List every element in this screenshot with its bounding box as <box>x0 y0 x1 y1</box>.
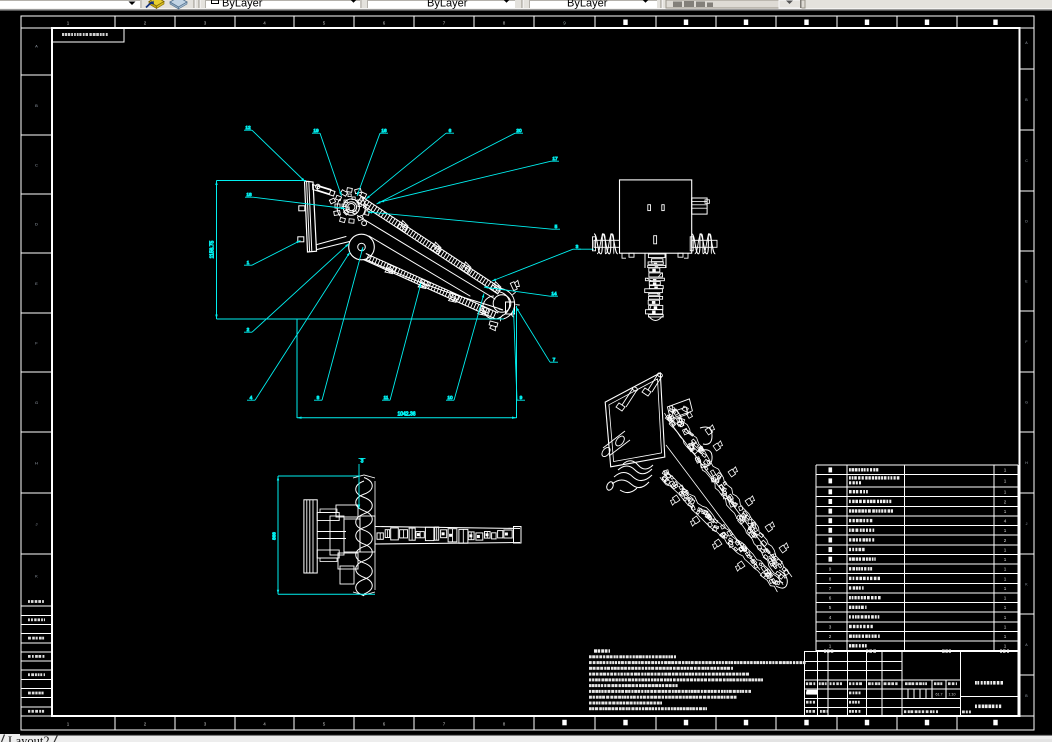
svg-text:2: 2 <box>1004 538 1007 543</box>
svg-text:1: 1 <box>1004 644 1007 649</box>
svg-text:3: 3 <box>576 244 579 250</box>
svg-text:2: 2 <box>829 634 832 639</box>
svg-text:1: 1 <box>1004 509 1007 514</box>
svg-text:6: 6 <box>829 596 832 601</box>
svg-text:1: 1 <box>247 260 250 266</box>
svg-text:7: 7 <box>829 586 832 591</box>
svg-text:1: 1 <box>1004 468 1007 473</box>
svg-text:G: G <box>1025 401 1028 405</box>
svg-text:1: 1 <box>67 722 70 727</box>
svg-text:C: C <box>1025 159 1028 163</box>
svg-text:5: 5 <box>323 21 326 26</box>
svg-text:B: B <box>1025 694 1028 698</box>
svg-text:9: 9 <box>520 395 523 401</box>
svg-text:8: 8 <box>829 576 832 581</box>
svg-text:C: C <box>35 162 38 167</box>
svg-text:866: 866 <box>272 532 277 540</box>
svg-text:1: 1 <box>1004 624 1007 629</box>
svg-text:A: A <box>1025 41 1028 45</box>
svg-text:1: 1 <box>1004 576 1007 581</box>
svg-text:17: 17 <box>552 156 558 162</box>
svg-text:1: 1 <box>1004 528 1007 533</box>
svg-text:B: B <box>35 103 38 108</box>
svg-text:3: 3 <box>204 722 207 727</box>
svg-text:20: 20 <box>516 128 522 134</box>
svg-text:14: 14 <box>551 291 557 297</box>
svg-text:6: 6 <box>449 128 452 134</box>
svg-text:4: 4 <box>250 395 253 401</box>
svg-text:1: 1 <box>1004 634 1007 639</box>
svg-text:B: B <box>1025 98 1028 102</box>
svg-text:7: 7 <box>553 357 556 363</box>
svg-text:16: 16 <box>381 128 387 134</box>
svg-text:12: 12 <box>245 125 251 131</box>
svg-text:F: F <box>35 340 38 345</box>
svg-text:5: 5 <box>555 224 558 230</box>
svg-text:18: 18 <box>246 192 252 198</box>
svg-text:1: 1 <box>1004 547 1007 552</box>
svg-text:J: J <box>36 521 38 526</box>
svg-text:3: 3 <box>361 459 364 465</box>
svg-text:1: 1 <box>1004 586 1007 591</box>
svg-text:1: 1 <box>829 644 832 649</box>
svg-text:1: 1 <box>1004 557 1007 562</box>
svg-text:K: K <box>1025 583 1028 587</box>
svg-text:H: H <box>1025 461 1028 465</box>
svg-text:10: 10 <box>447 395 453 401</box>
svg-text:8: 8 <box>317 395 320 401</box>
svg-text:4: 4 <box>263 21 266 26</box>
svg-text:E: E <box>35 281 38 286</box>
svg-text:4: 4 <box>263 722 266 727</box>
svg-text:ByLayer: ByLayer <box>427 0 468 10</box>
svg-text:F: F <box>1025 340 1028 344</box>
svg-text:1: 1 <box>67 21 70 26</box>
svg-text:3: 3 <box>204 21 207 26</box>
svg-text:H: H <box>35 460 38 465</box>
svg-text:5: 5 <box>323 722 326 727</box>
svg-text:1: 1 <box>1004 479 1007 484</box>
svg-text:D: D <box>35 221 38 226</box>
svg-text:1: 1 <box>1004 490 1007 495</box>
svg-text:ByLayer: ByLayer <box>222 0 263 10</box>
svg-text:1042.36: 1042.36 <box>397 412 415 418</box>
svg-text:2: 2 <box>144 21 147 26</box>
svg-text:7: 7 <box>443 722 446 727</box>
svg-text:4: 4 <box>1004 519 1007 524</box>
svg-text:J: J <box>1026 522 1028 526</box>
svg-text:E: E <box>1025 280 1028 284</box>
svg-text:D: D <box>1025 220 1028 224</box>
svg-text:8: 8 <box>503 21 506 26</box>
svg-text:A: A <box>1025 643 1028 647</box>
svg-text:4: 4 <box>829 615 832 620</box>
svg-text:1:10: 1:10 <box>949 692 956 696</box>
svg-text:1156.75: 1156.75 <box>210 240 216 258</box>
svg-text:19: 19 <box>313 128 319 134</box>
svg-text:2: 2 <box>144 722 147 727</box>
svg-text:ByLayer: ByLayer <box>567 0 608 10</box>
svg-text:3: 3 <box>829 624 832 629</box>
svg-text:5: 5 <box>829 605 832 610</box>
svg-text:61.7: 61.7 <box>936 692 943 696</box>
svg-text:8: 8 <box>503 722 506 727</box>
svg-text:7: 7 <box>443 21 446 26</box>
svg-text:11: 11 <box>384 395 389 401</box>
svg-text:1: 1 <box>1004 615 1007 620</box>
svg-text:6: 6 <box>383 21 386 26</box>
svg-text:Layout2: Layout2 <box>8 734 50 742</box>
svg-text:2: 2 <box>247 327 250 333</box>
svg-text:9: 9 <box>829 567 832 572</box>
svg-text:A: A <box>35 43 38 48</box>
svg-text:1: 1 <box>1004 596 1007 601</box>
svg-text:1: 1 <box>1004 605 1007 610</box>
svg-text:9: 9 <box>563 21 566 26</box>
svg-text:K: K <box>35 573 38 578</box>
svg-text:G: G <box>35 400 38 405</box>
svg-text:6: 6 <box>383 722 386 727</box>
svg-text:1: 1 <box>1004 567 1007 572</box>
svg-text:2: 2 <box>1004 499 1007 504</box>
